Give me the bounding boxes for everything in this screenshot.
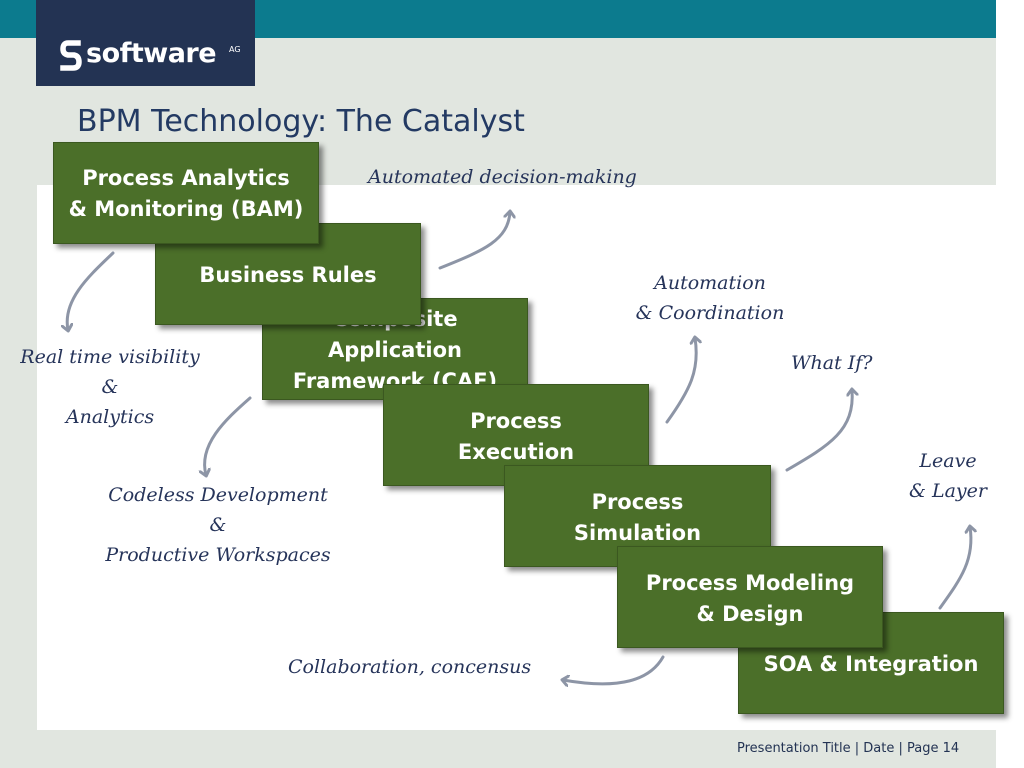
annotation-line: Real time visibility <box>20 346 200 368</box>
annotation-line: & Coordination <box>635 302 785 324</box>
arrow-to-leave-layer <box>938 527 971 610</box>
annotation-line: & <box>209 514 227 536</box>
annotation-line: Collaboration, concensus <box>288 656 532 678</box>
annotation-line: Codeless Development <box>108 484 328 506</box>
step-text-line: & Design <box>696 602 804 626</box>
logo-suffix: AG <box>229 45 241 54</box>
step-composite-application-framework: Composite Application Framework (CAF) <box>262 298 528 400</box>
footer-background <box>0 730 996 768</box>
step-text-line: SOA & Integration <box>763 652 979 676</box>
annotation-what-if: What If? <box>791 348 873 378</box>
annotation-realtime-visibility: Real time visibility & Analytics <box>4 342 216 432</box>
arrow-to-what-if <box>785 390 852 472</box>
annotation-line: What If? <box>791 352 873 374</box>
annotation-line: Automation <box>654 272 766 294</box>
annotation-collaboration-consensus: Collaboration, concensus <box>288 652 531 682</box>
step-text-line: & Monitoring (BAM) <box>68 197 304 221</box>
annotation-codeless-development: Codeless Development & Productive Worksp… <box>94 480 342 570</box>
step-text-line: Business Rules <box>199 263 377 287</box>
step-text-line: Simulation <box>573 521 702 545</box>
arrow-to-codeless-development <box>205 396 252 475</box>
step-process-modeling-design: Process Modeling & Design <box>617 546 883 648</box>
footer-slide-info: Presentation Title | Date | Page 14 <box>737 741 960 756</box>
arrow-to-automated-decision <box>438 212 510 270</box>
step-process-analytics-monitoring: Process Analytics & Monitoring (BAM) <box>53 142 319 244</box>
logo-wordmark: software <box>86 38 217 69</box>
annotation-line: & Layer <box>909 480 987 502</box>
annotation-line: & <box>101 376 119 398</box>
arrow-to-realtime-visibility <box>67 251 115 330</box>
arrow-to-collaboration <box>563 655 665 684</box>
annotation-automation-coordination: Automation & Coordination <box>627 268 793 328</box>
annotation-line: Productive Workspaces <box>105 544 331 566</box>
step-text-line: Application <box>328 338 462 362</box>
left-margin-background <box>0 185 37 730</box>
step-text-line: Execution <box>457 440 575 464</box>
annotation-line: Analytics <box>65 406 155 428</box>
arrow-to-automation <box>665 338 696 424</box>
annotation-line: Automated decision-making <box>368 166 637 188</box>
step-text-line: Process <box>470 409 562 433</box>
software-ag-logo-icon <box>60 40 82 71</box>
annotation-line: Leave <box>919 450 977 472</box>
step-text-line: Process <box>591 490 684 514</box>
step-text-line: Process Analytics <box>82 166 290 190</box>
annotation-leave-layer: Leave & Layer <box>902 446 994 506</box>
step-text-line: Process Modeling <box>645 571 855 595</box>
slide-title: BPM Technology: The Catalyst <box>77 104 525 139</box>
annotation-automated-decision-making: Automated decision-making <box>368 162 637 192</box>
